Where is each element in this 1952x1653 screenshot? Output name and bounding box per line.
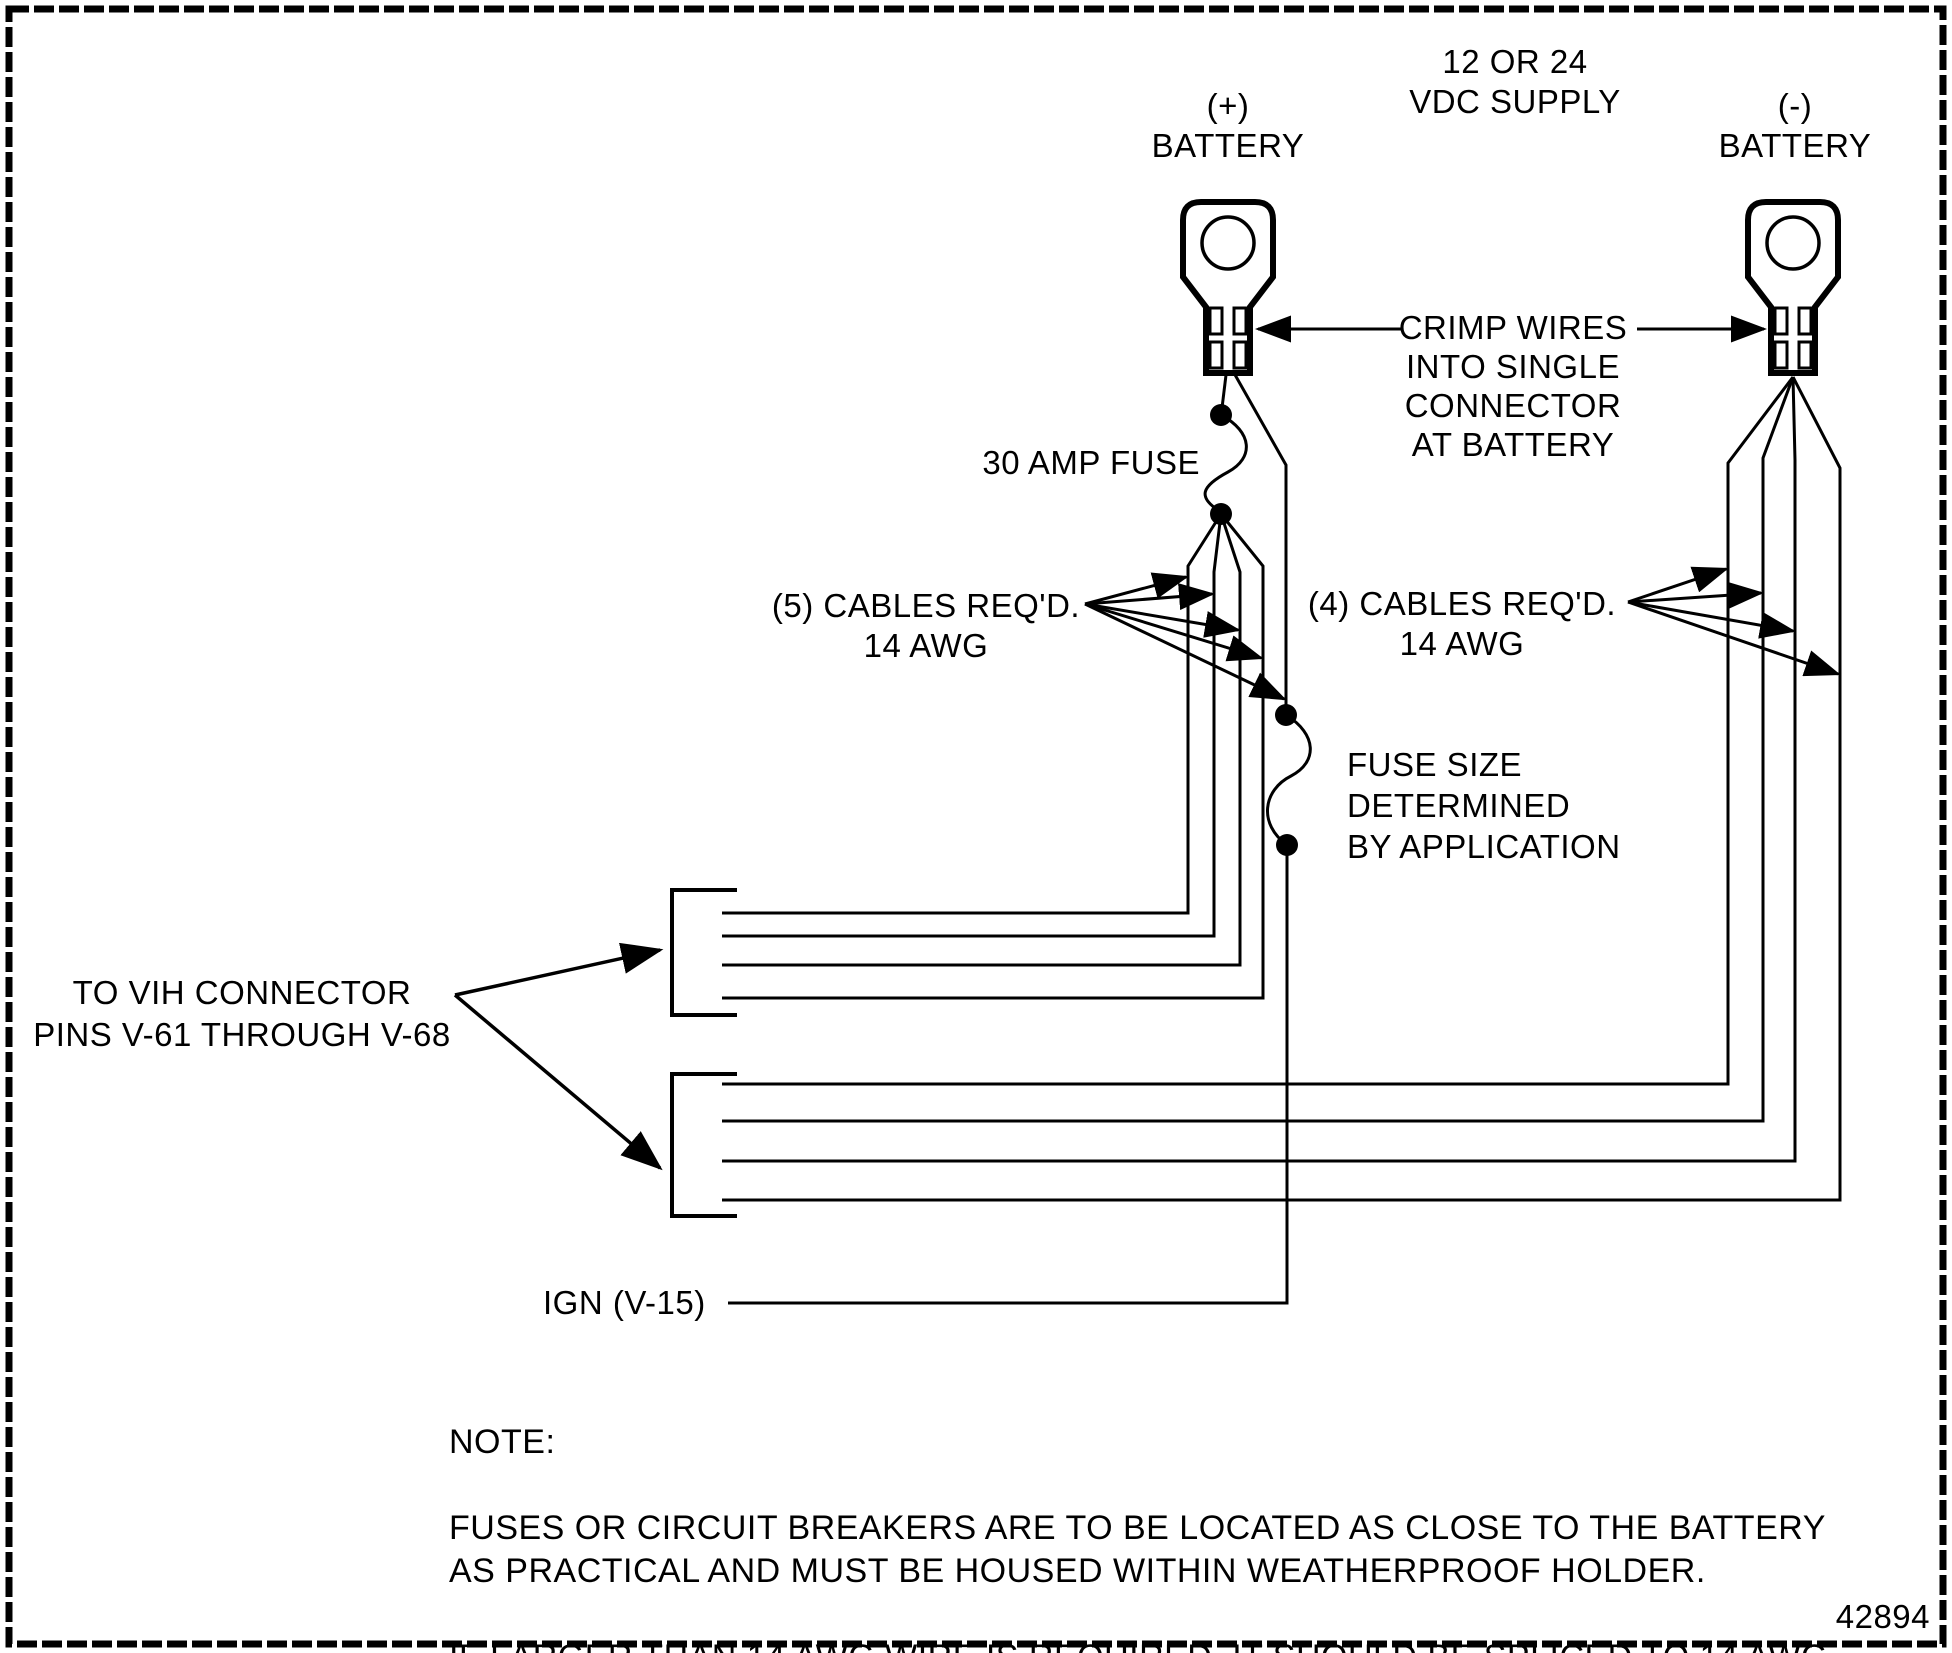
fuse-element-curve <box>1203 413 1248 514</box>
crimp-instruction-label: CRIMP WIRES INTO SINGLE CONNECTOR AT BAT… <box>1398 309 1628 463</box>
negative-battery-terminal <box>1745 199 1841 376</box>
ign-fuse-symbol <box>1266 704 1312 856</box>
note-block: NOTE: FUSES OR CIRCUIT BREAKERS ARE TO B… <box>449 1378 1869 1653</box>
callout-arrow <box>1627 600 1841 677</box>
figure-number: 42894 <box>1835 1598 1930 1635</box>
callout-arrow <box>1627 600 1796 639</box>
ign-wire <box>728 372 1312 1305</box>
crimp-slots <box>1208 306 1248 370</box>
page-border <box>5 5 1947 1648</box>
fuse-element-curve <box>1266 713 1312 847</box>
callout-arrow <box>1084 583 1215 611</box>
callout-arrow <box>1084 602 1287 701</box>
positive-cable-wires <box>722 513 1265 1000</box>
wire <box>722 513 1265 1000</box>
callout-arrow <box>1084 572 1189 606</box>
cables-left-arrows <box>1084 572 1287 701</box>
note-body: FUSES OR CIRCUIT BREAKERS ARE TO BE LOCA… <box>449 1509 1827 1653</box>
supply-label: 12 OR 24 VDC SUPPLY <box>1409 43 1621 120</box>
wire <box>728 845 1289 1305</box>
callout-arrow <box>1627 581 1764 609</box>
negative-battery-label: (-) BATTERY <box>1718 87 1872 164</box>
wire <box>722 513 1223 938</box>
positive-battery-label: (+) BATTERY <box>1151 87 1305 164</box>
positive-battery-terminal <box>1180 199 1276 376</box>
vih-connector-label: TO VIH CONNECTOR PINS V-61 THROUGH V-68 <box>33 974 451 1053</box>
wire <box>722 376 1795 1086</box>
fuse-30amp-label: 30 AMP FUSE <box>982 444 1200 481</box>
ign-label: IGN (V-15) <box>543 1284 706 1321</box>
crimp-slots <box>1773 306 1813 370</box>
callout-arrow <box>453 993 663 1171</box>
ring-terminal-hole <box>1200 215 1256 271</box>
vih-connector-bracket-top <box>670 888 737 1017</box>
vih-connector-bracket-bottom <box>670 1072 737 1218</box>
wire <box>722 376 1795 1123</box>
callout-arrow <box>1084 602 1241 638</box>
negative-cable-wires <box>722 376 1842 1202</box>
wire <box>722 376 1797 1163</box>
wire <box>722 513 1223 915</box>
fuse-30amp-symbol <box>1203 374 1248 525</box>
cables-left-label: (5) CABLES REQ'D. 14 AWG <box>771 587 1081 664</box>
fuse-size-label: FUSE SIZE DETERMINED BY APPLICATION <box>1347 746 1621 865</box>
callout-arrow <box>1627 566 1729 604</box>
vih-arrows <box>453 942 664 1171</box>
cables-right-label: (4) CABLES REQ'D. 14 AWG <box>1307 585 1617 662</box>
wire <box>722 376 1842 1202</box>
ring-terminal-hole <box>1765 215 1821 271</box>
cables-right-arrows <box>1627 566 1841 677</box>
callout-arrow <box>454 942 664 997</box>
note-heading: NOTE: <box>449 1423 556 1461</box>
wire <box>722 513 1242 967</box>
wire <box>1232 372 1288 706</box>
callout-arrow <box>1084 602 1264 662</box>
